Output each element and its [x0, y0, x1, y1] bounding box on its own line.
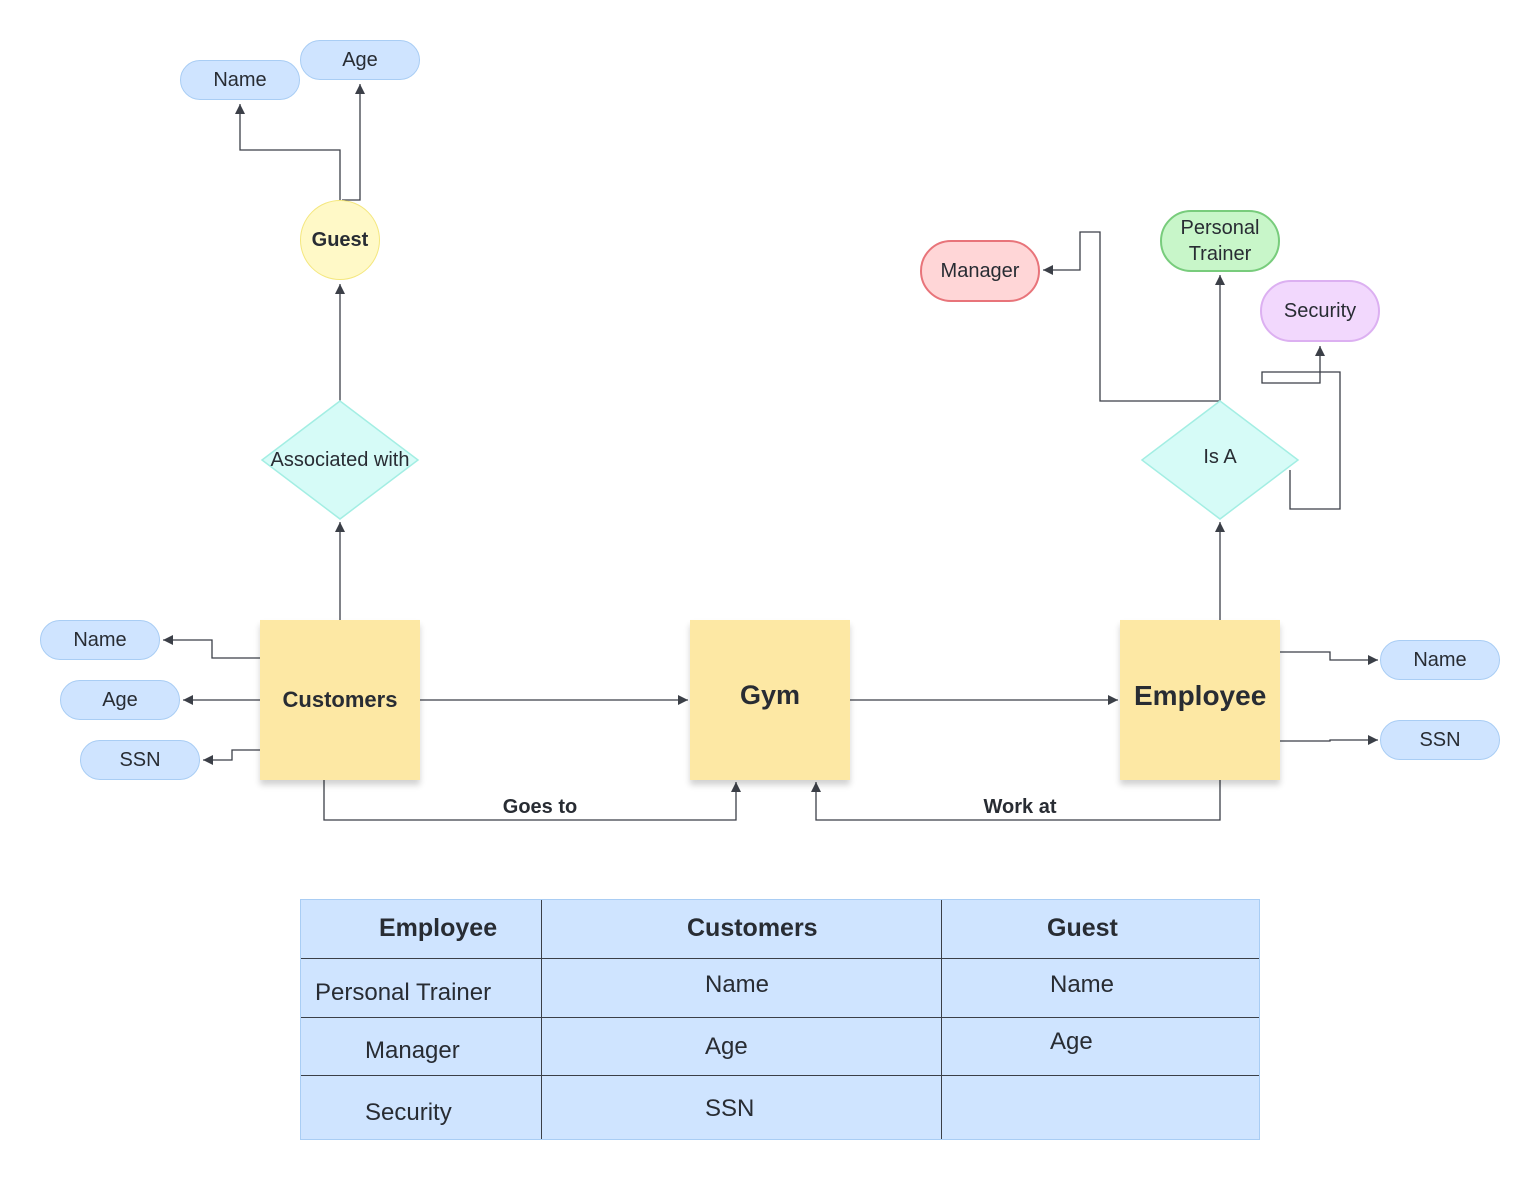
edge-goes-to [323, 780, 741, 821]
edge-label-work-at: Work at [983, 796, 1057, 818]
table-cell: Name [1050, 971, 1115, 998]
manager-subtype: Manager [920, 240, 1040, 302]
table-header-customers: Customers [687, 914, 818, 942]
customers-name-attribute: Name [40, 620, 160, 660]
security-subtype: Security [1260, 280, 1380, 342]
edge-guest-age [342, 84, 365, 201]
edge-isa-manager [1043, 231, 1220, 402]
table-row-divider [301, 958, 1259, 959]
edge-isa-security [1261, 346, 1341, 510]
table-cell: SSN [705, 1095, 755, 1122]
relationship-associated-with: Associated with [270, 449, 410, 471]
table-cell: Personal Trainer [315, 979, 492, 1006]
table-column-divider [541, 900, 542, 1139]
relationship-is-a: Is A [1203, 446, 1237, 468]
table-row-divider [301, 1017, 1259, 1018]
table-cell: Security [365, 1099, 452, 1126]
table-row-divider [301, 1075, 1259, 1076]
personal-trainer-subtype: Personal Trainer [1160, 210, 1280, 272]
guest-name-attribute: Name [180, 60, 300, 100]
table-column-divider [941, 900, 942, 1139]
edge-guest-name [235, 104, 341, 200]
table-cell: Age [705, 1033, 748, 1060]
table-cell: Age [1050, 1028, 1093, 1055]
customers-entity: Customers [260, 620, 420, 780]
customers-ssn-attribute: SSN [80, 740, 200, 780]
edge-work-at [811, 780, 1221, 821]
summary-table: Employee Customers Guest Personal Traine… [300, 899, 1260, 1140]
edge-label-goes-to: Goes to [502, 796, 578, 818]
table-cell: Manager [365, 1037, 460, 1064]
relationship-is-a-shape [1140, 400, 1300, 520]
edge-emp-ssn [1280, 735, 1378, 745]
edge-cust-name [163, 635, 260, 659]
table-header-employee: Employee [379, 914, 498, 942]
employee-ssn-attribute: SSN [1380, 720, 1500, 760]
edge-emp-name [1280, 651, 1378, 665]
guest-age-attribute: Age [300, 40, 420, 80]
guest-entity: Guest [300, 200, 380, 280]
edge-cust-ssn [203, 749, 260, 765]
relationship-associated-with-shape [260, 400, 420, 520]
employee-entity-label: Employee [1134, 680, 1267, 711]
customers-age-attribute: Age [60, 680, 180, 720]
table-cell: Name [705, 971, 770, 998]
employee-entity: Employee [1120, 620, 1280, 780]
employee-name-attribute: Name [1380, 640, 1500, 680]
gym-entity: Gym [690, 620, 850, 780]
table-header-guest: Guest [1047, 914, 1118, 942]
